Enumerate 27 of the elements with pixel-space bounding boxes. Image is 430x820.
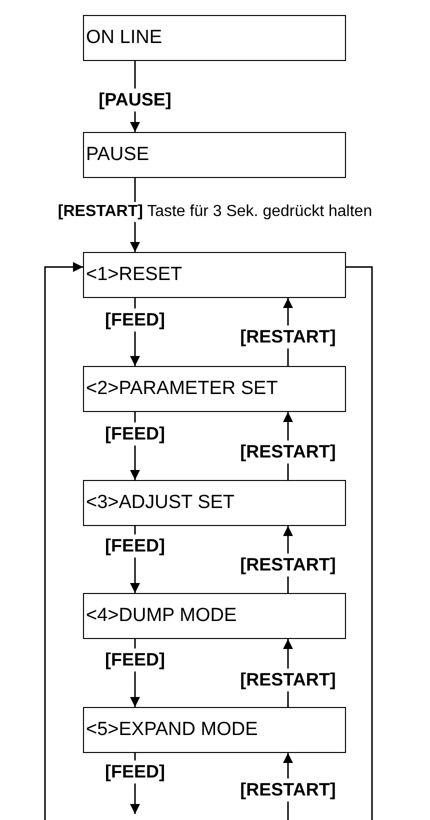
menu-label: <5>EXPAND MODE [86,719,258,741]
menu-box [83,480,346,526]
edge-label: [RESTART] [238,440,338,464]
edge-label: [FEED] [103,760,167,784]
menu-label: <1>RESET [86,264,182,286]
edge-label: [RESTART] [238,554,338,576]
menu-box [83,707,346,753]
menu-box [83,15,346,61]
menu-label: PAUSE [86,144,150,166]
arrow [44,262,83,820]
menu-box [83,132,346,178]
menu-box [83,593,346,639]
edge-label: [FEED] [103,534,167,558]
menu-box [83,252,346,298]
edge-label: [RESTART] [238,668,338,692]
edge-label: [RESTART] [238,326,338,348]
menu-label: <2>PARAMETER SET [86,378,278,400]
edge-label: [FEED] [103,422,167,446]
menu-label: ON LINE [86,27,162,49]
edge-label: [RESTART] Taste für 3 Sek. gedrückt halten [56,202,374,222]
edge-label: [RESTART] [238,778,338,802]
edge-label: [PAUSE] [96,88,174,112]
menu-box [83,366,346,412]
menu-label: <4>DUMP MODE [86,605,237,627]
edge-label: [FEED] [103,648,167,672]
edge-label: [FEED] [103,308,167,332]
menu-label: <3>ADJUST SET [86,492,235,514]
